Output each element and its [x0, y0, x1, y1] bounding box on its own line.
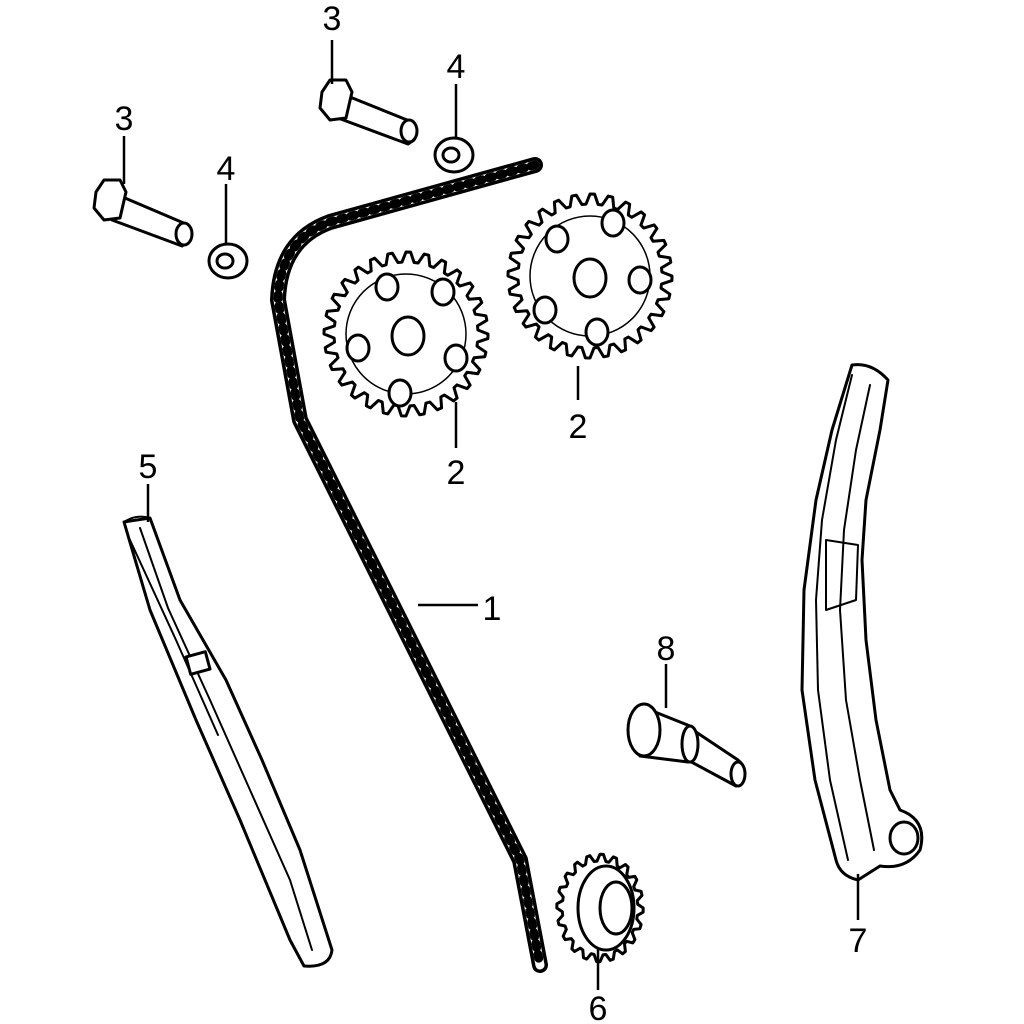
chain-guide-right: [800, 363, 924, 882]
timing-chain: [270, 157, 548, 973]
sprocket-right: [506, 192, 674, 360]
callout-guide-left: 5: [139, 448, 158, 486]
washer-lower: [207, 242, 249, 280]
pin: [626, 702, 747, 788]
callout-washer-lower: 4: [217, 150, 236, 188]
callout-washer-upper: 4: [447, 48, 466, 86]
callout-guide-right: 7: [849, 922, 868, 960]
crank-sprocket: [555, 852, 645, 964]
callout-sprocket-left: 2: [447, 454, 466, 492]
callout-bolt-upper: 3: [323, 0, 342, 38]
washer-upper: [433, 136, 475, 174]
leader-lines: [122, 40, 860, 990]
bolt-upper: [318, 78, 419, 146]
chain-guide-left: [122, 515, 334, 968]
callout-labels: 3 4 3 4 2 2 1 5 8 7 6: [115, 0, 868, 1024]
callout-chain: 1: [483, 590, 502, 628]
callout-pin: 8: [657, 630, 676, 668]
sprocket-left: [322, 250, 490, 418]
callout-bolt-lower: 3: [115, 100, 134, 138]
bolt-lower: [92, 178, 194, 248]
callout-crank-sprocket: 6: [589, 990, 608, 1024]
callout-sprocket-right: 2: [569, 408, 588, 446]
